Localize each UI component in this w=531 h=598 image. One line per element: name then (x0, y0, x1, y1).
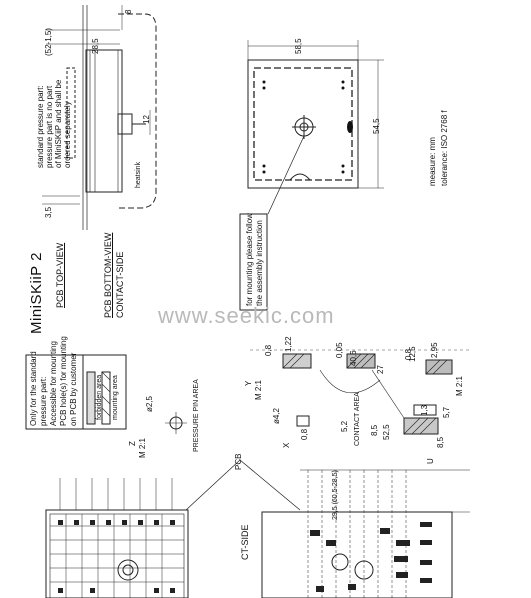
pcb-label: PCB (234, 453, 243, 470)
pcb-layout (261, 469, 470, 598)
mounting-note-line1: for mounting please follow (245, 213, 254, 306)
pressure-part-note-line4: ordered separately (63, 101, 72, 168)
pinout-left (45, 459, 301, 598)
contact-side-label: CONTACT-SIDE (115, 251, 125, 318)
dim-d2: (52-1,5) (44, 27, 53, 56)
dim-d15: Y (244, 380, 253, 386)
dim-d22: 2,95 (430, 342, 439, 358)
dim-d11: M 2:1 (254, 379, 263, 400)
dim-d16: 1,22 (284, 336, 293, 352)
dim-d27: 29,5 (60,5-28,5) (332, 470, 339, 520)
pressure-pin-area-label: PRESSURE PIN AREA (193, 379, 200, 452)
dim-d26: ø4,2 (272, 407, 281, 424)
dim-d30: 5,2 (340, 420, 349, 432)
dim-d25: 5,7 (442, 406, 451, 418)
ct-side-label: CT-SIDE (240, 524, 250, 560)
dim-d29: 0,8 (300, 428, 309, 440)
dim-d10: M 2:1 (138, 437, 147, 458)
pcb-bottom-view-label: PCB BOTTOM-VIEW (103, 232, 113, 318)
dim-d12: M 2:1 (455, 375, 464, 396)
watermark: www.seekic.com (158, 303, 335, 328)
tolerance-note: tolerance: ISO 2768 f (440, 110, 449, 186)
dim-d9: 12 (142, 115, 151, 124)
dim-d28: U (426, 458, 435, 464)
standard-note-line5: on PCB by customer (69, 352, 78, 426)
standard-note-box (25, 354, 127, 430)
dim-d19: 0,05 (335, 342, 344, 358)
dim-d13: X (282, 442, 291, 448)
standard-note-line2: pressure part: (39, 376, 48, 426)
dim-d8: 3,5 (44, 206, 53, 218)
dim-d20: 40,6 (349, 350, 358, 366)
mounting-note-line2: the assembly instruction (255, 220, 264, 306)
dim-d1: 8 (124, 9, 133, 14)
dim-d18: ø2,5 (145, 395, 154, 412)
legend-forbidden: forbidden area (96, 374, 103, 420)
dim-d14: Z (128, 441, 137, 446)
pressure-pin-symbol (165, 412, 187, 434)
heatsink-label: heatsink (135, 161, 142, 188)
legend-mounting: mounting area (112, 375, 119, 420)
dim-d3: 28,5 (91, 38, 100, 54)
module-outline-view (247, 40, 384, 215)
pcb-top-view-label: PCB TOP-VIEW (55, 242, 65, 308)
dim-d4: 54,5 (372, 118, 381, 134)
product-title: MiniSKiiP 2 (28, 252, 45, 334)
mounting-note-box (239, 213, 268, 311)
dim-d31: 8,5 (370, 424, 379, 436)
pressure-part-note-line3: of MiniSKiiP and shall be (54, 79, 63, 168)
dim-d7: 8,5 (436, 436, 445, 448)
side-view (42, 5, 157, 230)
dim-d6: 12,5 (408, 346, 417, 362)
pressure-part-note-line2: pressure part is no part (45, 85, 54, 168)
contact-area-label: CONTACT AREA (354, 392, 361, 446)
detail-contacts (250, 349, 470, 435)
standard-note-line3: Accessible for mounting (49, 341, 58, 426)
measure-unit: measure: mm (428, 137, 437, 186)
standard-note-line1: Only for the standard (29, 351, 38, 426)
dim-d21: 27 (376, 365, 385, 374)
dim-d17: 0,8 (264, 344, 273, 356)
standard-note-line4: PCB hole(s) for mounting (59, 336, 68, 426)
dim-d5: 58,5 (294, 38, 303, 54)
pressure-part-note-line1: standard pressure part: (36, 85, 45, 168)
dim-d32: 52,5 (382, 424, 391, 440)
dim-d24: 1,3 (420, 404, 429, 416)
